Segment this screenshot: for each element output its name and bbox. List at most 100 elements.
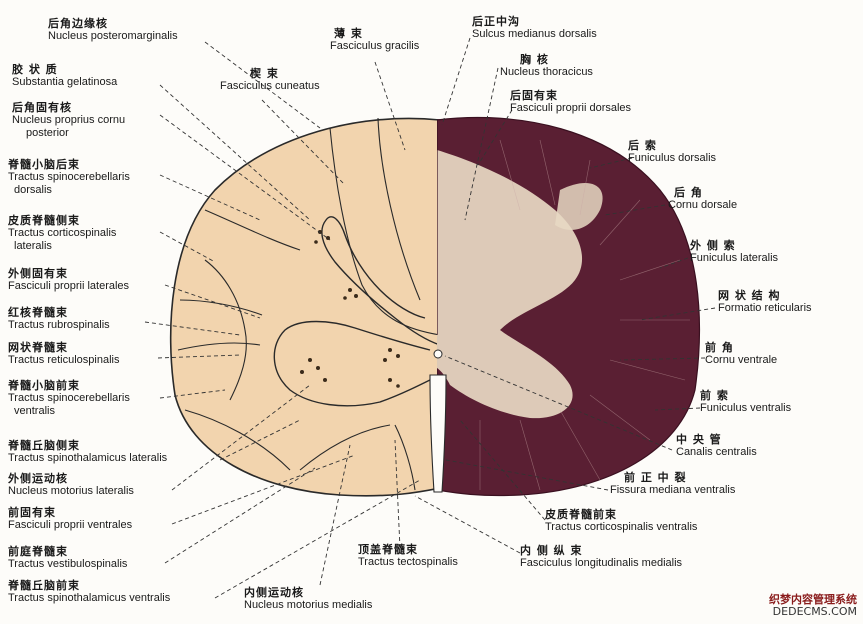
- label-zh: 前 角: [705, 341, 734, 354]
- watermark-line-1: 织梦内容管理系统: [769, 593, 857, 606]
- label-latin: Funiculus ventralis: [700, 402, 792, 414]
- label-zh: 外 侧 索: [690, 239, 736, 252]
- label-latin: Fasciculus gracilis: [330, 40, 420, 52]
- label-zh: 前 索: [700, 389, 729, 402]
- label-latin: Nucleus posteromarginalis: [48, 30, 178, 42]
- label-zh: 脊髓丘脑前束: [8, 579, 80, 592]
- label-latin: Fasciculi proprii laterales: [8, 280, 130, 292]
- label-latin: Fasciculus longitudinalis medialis: [520, 557, 683, 569]
- right-half-stained-section: [437, 117, 701, 497]
- label-latin: Nucleus proprius cornu: [12, 114, 126, 126]
- label-zh: 后正中沟: [472, 15, 520, 28]
- label-zh: 外侧固有束: [8, 267, 68, 280]
- label-latin: Nucleus motorius medialis: [244, 599, 373, 611]
- label-latin: Tractus corticospinalis: [8, 227, 117, 239]
- label-zh: 外侧运动核: [8, 472, 68, 485]
- label-zh: 皮质脊髓侧束: [8, 214, 80, 227]
- label-latin: Fasciculi proprii ventrales: [8, 519, 133, 531]
- label-latin-2: posterior: [26, 127, 69, 139]
- label-latin: Nucleus motorius lateralis: [8, 485, 134, 497]
- label-zh: 顶盖脊髓束: [358, 543, 418, 556]
- label-zh: 前固有束: [8, 506, 56, 519]
- label-latin: Sulcus medianus dorsalis: [472, 28, 597, 40]
- label-zh: 皮质脊髓前束: [545, 508, 617, 521]
- watermark: 织梦内容管理系统 DEDECMS.COM: [769, 594, 857, 618]
- label-zh: 脊髓丘脑侧束: [8, 439, 80, 452]
- label-latin-2: ventralis: [14, 405, 55, 417]
- label-latin-2: dorsalis: [14, 184, 52, 196]
- label-zh: 前庭脊髓束: [8, 545, 68, 558]
- left-half-schematic: [169, 117, 440, 497]
- label-latin: Funiculus dorsalis: [628, 152, 717, 164]
- label-latin: Formatio reticularis: [718, 302, 812, 314]
- label-zh: 前 正 中 裂: [624, 471, 687, 484]
- label-latin: Fasciculi proprii dorsales: [510, 102, 632, 114]
- label-zh: 中 央 管: [676, 433, 722, 446]
- label-zh: 后角固有核: [12, 101, 72, 114]
- label-latin: Tractus rubrospinalis: [8, 319, 110, 331]
- label-latin: Cornu dorsale: [668, 199, 738, 211]
- watermark-line-2: DEDECMS.COM: [772, 605, 857, 618]
- label-zh: 后固有束: [510, 89, 558, 102]
- label-zh: 后 角: [674, 186, 703, 199]
- label-latin: Tractus spinothalamicus ventralis: [8, 592, 171, 604]
- label-latin: Nucleus thoracicus: [500, 66, 593, 78]
- label-latin-2: lateralis: [14, 240, 52, 252]
- label-zh: 网 状 结 构: [718, 289, 781, 302]
- label-zh: 网状脊髓束: [8, 341, 68, 354]
- label-latin: Tractus corticospinalis ventralis: [545, 521, 698, 533]
- label-zh: 楔 束: [250, 67, 279, 80]
- label-latin: Cornu ventrale: [705, 354, 778, 366]
- label-zh: 内侧运动核: [244, 586, 304, 599]
- label-latin: Canalis centralis: [676, 446, 757, 458]
- label-latin: Tractus spinocerebellaris: [8, 171, 130, 183]
- anterior-median-fissure: [429, 374, 447, 493]
- label-latin: Tractus reticulospinalis: [8, 354, 120, 366]
- leader-lines: [144, 37, 716, 599]
- label-zh: 脊髓小脑前束: [8, 379, 80, 392]
- label-latin: Substantia gelatinosa: [12, 76, 118, 88]
- label-zh: 内 侧 纵 束: [520, 544, 583, 557]
- label-latin: Tractus spinocerebellaris: [8, 392, 130, 404]
- central-canal: [433, 349, 443, 359]
- label-latin: Tractus spinothalamicus lateralis: [8, 452, 168, 464]
- label-latin: Fasciculus cuneatus: [220, 80, 320, 92]
- label-latin: Tractus vestibulospinalis: [8, 558, 128, 570]
- label-latin: Funiculus lateralis: [690, 252, 779, 264]
- label-latin: Fissura mediana ventralis: [610, 484, 736, 496]
- label-zh: 胶 状 质: [12, 63, 58, 76]
- label-latin: Tractus tectospinalis: [358, 556, 458, 568]
- label-zh: 脊髓小脑后束: [8, 158, 80, 171]
- label-zh: 薄 束: [334, 27, 363, 40]
